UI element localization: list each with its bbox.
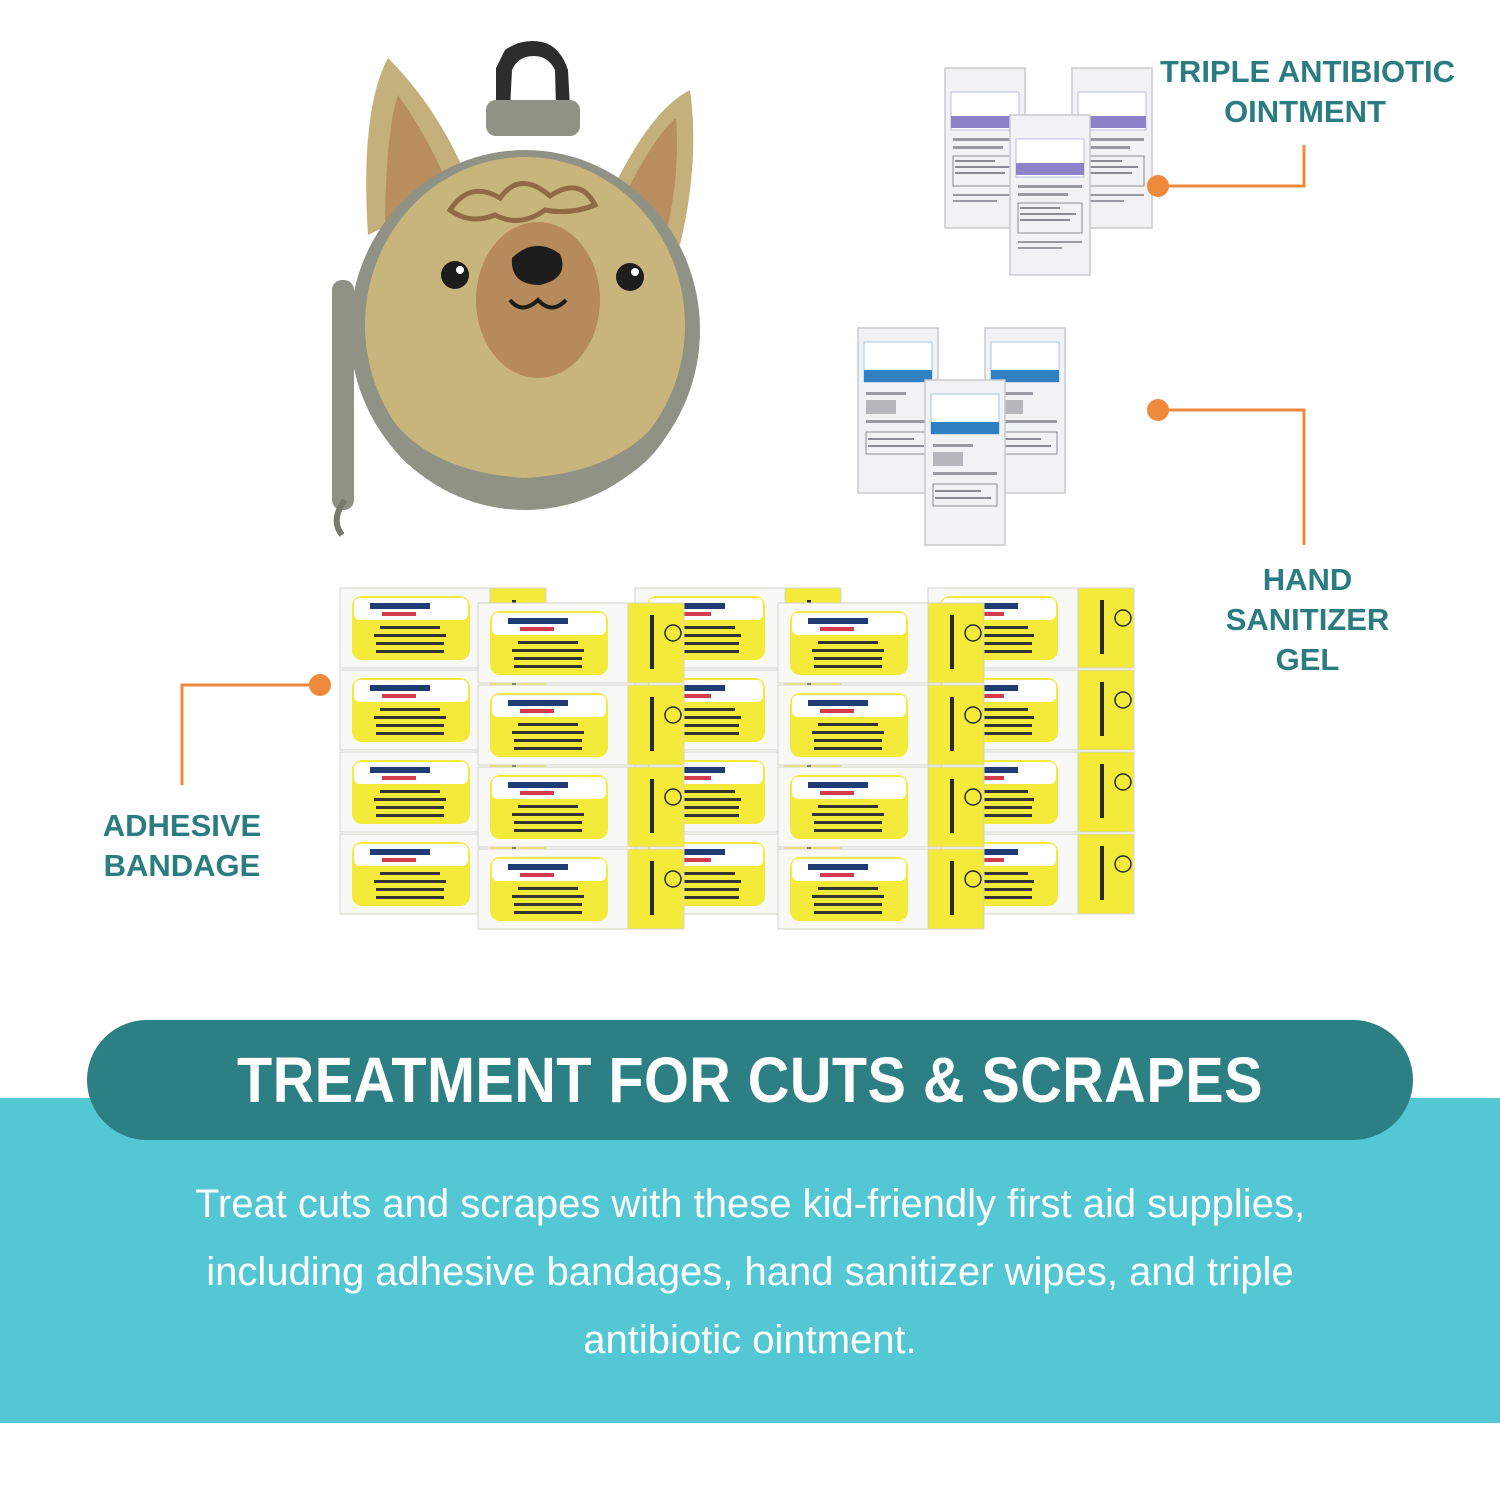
ointment-connector (1158, 145, 1306, 188)
sanitizer-connector (1158, 408, 1306, 545)
sanitizer-packets (857, 327, 1066, 546)
bandage-connector (180, 683, 320, 785)
ointment-callout: TRIPLE ANTIBIOTIC OINTMENT (1160, 52, 1456, 132)
description-text: Treat cuts and scrapes with these kid-fr… (194, 1182, 1306, 1362)
sanitizer-callout-line-2: SANITIZER (1225, 602, 1390, 637)
title-banner: TREATMENT FOR CUTS & SCRAPES (87, 1020, 1413, 1140)
llama-pouch-icon (332, 41, 700, 537)
sanitizer-dot (1147, 399, 1169, 421)
bandage-callout: ADHESIVE BANDAGE (92, 806, 272, 886)
sanitizer-callout: HAND SANITIZER GEL (1205, 560, 1410, 680)
banner-title: TREATMENT FOR CUTS & SCRAPES (237, 1044, 1263, 1116)
bandage-callout-line-1: ADHESIVE (102, 808, 262, 843)
product-illustration (180, 41, 1306, 930)
bandage-strips (339, 587, 1135, 930)
sanitizer-callout-line-3: GEL (1275, 642, 1340, 677)
callout-connectors (180, 145, 1306, 785)
sanitizer-callout-line-1: HAND (1262, 562, 1353, 597)
ointment-callout-line-2: OINTMENT (1224, 94, 1386, 129)
ointment-dot (1147, 175, 1169, 197)
ointment-callout-line-1: TRIPLE ANTIBIOTIC (1160, 54, 1456, 89)
ointment-packets (944, 67, 1153, 276)
bandage-callout-line-2: BANDAGE (103, 848, 261, 883)
bandage-dot (309, 674, 331, 696)
teal-background-band (0, 1098, 1500, 1423)
